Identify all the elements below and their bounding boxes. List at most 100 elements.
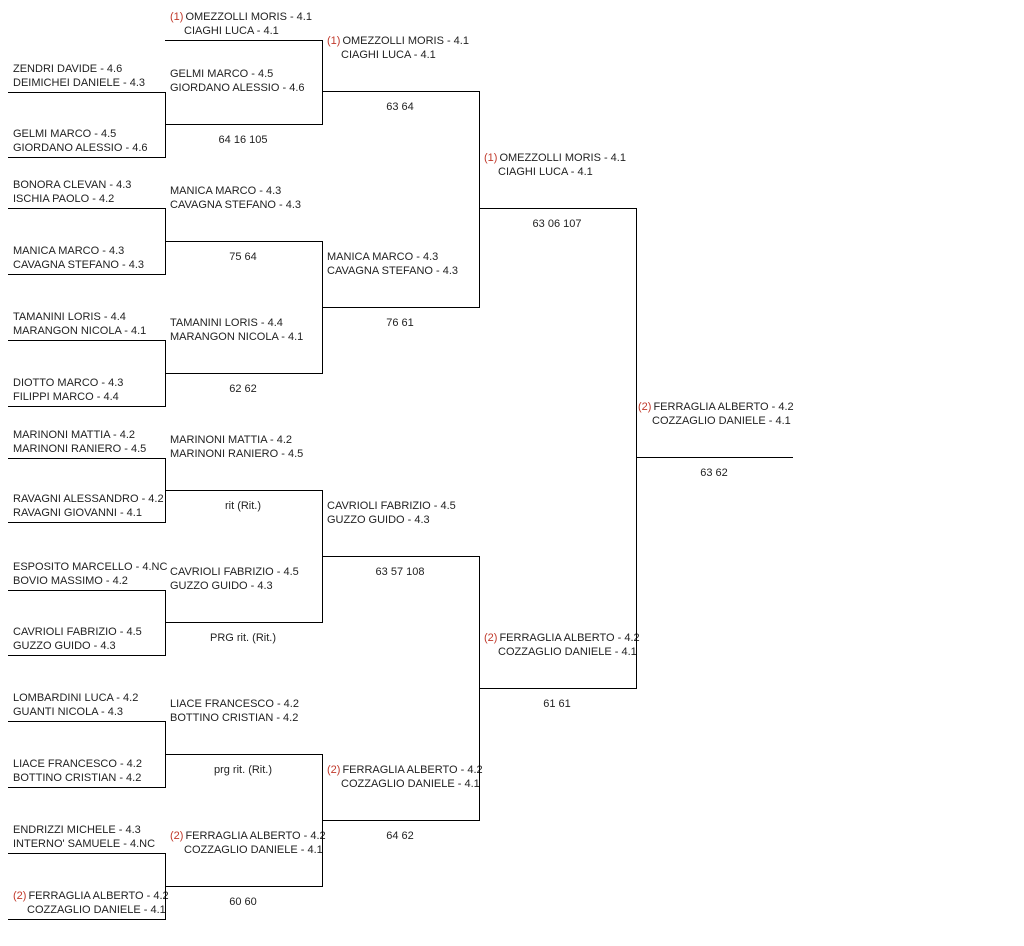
seed-number: (2) — [170, 830, 184, 842]
player-two-name: BOTTINO CRISTIAN - 4.2 — [170, 712, 299, 724]
bracket-line — [479, 208, 636, 209]
bracket-connector — [636, 208, 637, 689]
player-two-name: GIORDANO ALESSIO - 4.6 — [170, 82, 305, 94]
player-one-name: TAMANINI LORIS - 4.4 — [170, 316, 326, 330]
player-one-label: ZENDRI DAVIDE - 4.6 — [13, 63, 123, 75]
player-one-name: BONORA CLEVAN - 4.3 — [13, 178, 169, 192]
player-one-name: CAVRIOLI FABRIZIO - 4.5 — [13, 625, 169, 639]
player-two-name: ISCHIA PAOLO - 4.2 — [13, 193, 115, 205]
player-one-label: DIOTTO MARCO - 4.3 — [13, 377, 124, 389]
bracket-line — [8, 853, 165, 854]
player-one-label: BONORA CLEVAN - 4.3 — [13, 179, 132, 191]
seed-number: (2) — [638, 401, 652, 413]
player-one-label: FERRAGLIA ALBERTO - 4.2 — [499, 632, 640, 644]
match-score: 61 61 — [543, 698, 571, 710]
player-two-name: CAVAGNA STEFANO - 4.3 — [170, 199, 302, 211]
player-one-name: (2)FERRAGLIA ALBERTO - 4.2 — [327, 763, 483, 777]
player-two-name: MARINONI RANIERO - 4.5 — [170, 448, 304, 460]
player-one-label: OMEZZOLLI MORIS - 4.1 — [342, 35, 469, 47]
player-one-label: TAMANINI LORIS - 4.4 — [170, 317, 283, 329]
bracket-line — [165, 373, 322, 374]
bracket-line — [8, 721, 165, 722]
player-two-name: INTERNO' SAMUELE - 4.NC — [13, 838, 156, 850]
match-score: 63 64 — [386, 101, 414, 113]
player-one-label: CAVRIOLI FABRIZIO - 4.5 — [327, 500, 456, 512]
bracket-line — [322, 91, 479, 92]
player-one-name: (2)FERRAGLIA ALBERTO - 4.2 — [170, 829, 326, 843]
player-one-label: OMEZZOLLI MORIS - 4.1 — [499, 152, 626, 164]
bracket-line — [8, 208, 165, 209]
match-score: 60 60 — [229, 896, 257, 908]
bracket-line — [8, 590, 165, 591]
seed-number: (1) — [484, 152, 498, 164]
bracket-line — [165, 40, 322, 41]
bracket-line — [8, 458, 165, 459]
bracket-connector — [479, 91, 480, 308]
player-one-label: MARINONI MATTIA - 4.2 — [170, 434, 293, 446]
player-two-name: COZZAGLIO DANIELE - 4.1 — [652, 415, 791, 427]
player-one-label: OMEZZOLLI MORIS - 4.1 — [185, 11, 312, 23]
bracket-line — [8, 522, 165, 523]
player-one-name: ESPOSITO MARCELLO - 4.NC — [13, 560, 169, 574]
player-one-label: ENDRIZZI MICHELE - 4.3 — [13, 824, 141, 836]
player-one-label: LIACE FRANCESCO - 4.2 — [13, 758, 142, 770]
player-one-name: CAVRIOLI FABRIZIO - 4.5 — [327, 499, 483, 513]
player-one-name: (1)OMEZZOLLI MORIS - 4.1 — [327, 34, 483, 48]
player-one-label: FERRAGLIA ALBERTO - 4.2 — [185, 830, 326, 842]
player-one-label: FERRAGLIA ALBERTO - 4.2 — [342, 764, 483, 776]
player-one-name: RAVAGNI ALESSANDRO - 4.2 — [13, 492, 169, 506]
player-two-name: GUANTI NICOLA - 4.3 — [13, 706, 124, 718]
bracket-line — [8, 274, 165, 275]
bracket-line — [8, 655, 165, 656]
player-one-name: MANICA MARCO - 4.3 — [13, 244, 169, 258]
player-one-label: CAVRIOLI FABRIZIO - 4.5 — [170, 566, 299, 578]
bracket-line — [322, 820, 479, 821]
bracket-connector — [165, 92, 166, 158]
player-one-name: GELMI MARCO - 4.5 — [170, 67, 326, 81]
player-one-name: LOMBARDINI LUCA - 4.2 — [13, 691, 169, 705]
player-one-name: (1)OMEZZOLLI MORIS - 4.1 — [484, 151, 640, 165]
player-one-name: MANICA MARCO - 4.3 — [327, 250, 483, 264]
match-score: 63 57 108 — [375, 566, 425, 578]
player-one-name: ZENDRI DAVIDE - 4.6 — [13, 62, 169, 76]
bracket-line — [165, 886, 322, 887]
player-one-name: (1)OMEZZOLLI MORIS - 4.1 — [170, 10, 326, 24]
match-score: PRG rit. (Rit.) — [210, 632, 276, 644]
bracket-line — [322, 556, 479, 557]
player-two-name: GUZZO GUIDO - 4.3 — [327, 514, 430, 526]
player-one-label: LIACE FRANCESCO - 4.2 — [170, 698, 299, 710]
player-two-name: MARANGON NICOLA - 4.1 — [13, 325, 147, 337]
player-two-name: BOTTINO CRISTIAN - 4.2 — [13, 772, 142, 784]
seed-number: (2) — [484, 632, 498, 644]
bracket-line — [8, 787, 165, 788]
player-one-name: ENDRIZZI MICHELE - 4.3 — [13, 823, 169, 837]
player-one-label: FERRAGLIA ALBERTO - 4.2 — [28, 890, 169, 902]
player-two-name: COZZAGLIO DANIELE - 4.1 — [498, 646, 637, 658]
bracket-line — [165, 241, 322, 242]
player-one-label: CAVRIOLI FABRIZIO - 4.5 — [13, 626, 142, 638]
player-one-label: FERRAGLIA ALBERTO - 4.2 — [653, 401, 794, 413]
player-two-name: COZZAGLIO DANIELE - 4.1 — [341, 778, 480, 790]
player-two-name: RAVAGNI GIOVANNI - 4.1 — [13, 507, 142, 519]
player-two-name: GUZZO GUIDO - 4.3 — [13, 640, 116, 652]
player-one-label: MARINONI MATTIA - 4.2 — [13, 429, 136, 441]
player-two-name: MARINONI RANIERO - 4.5 — [13, 443, 147, 455]
bracket-line — [479, 688, 636, 689]
seed-number: (2) — [327, 764, 341, 776]
